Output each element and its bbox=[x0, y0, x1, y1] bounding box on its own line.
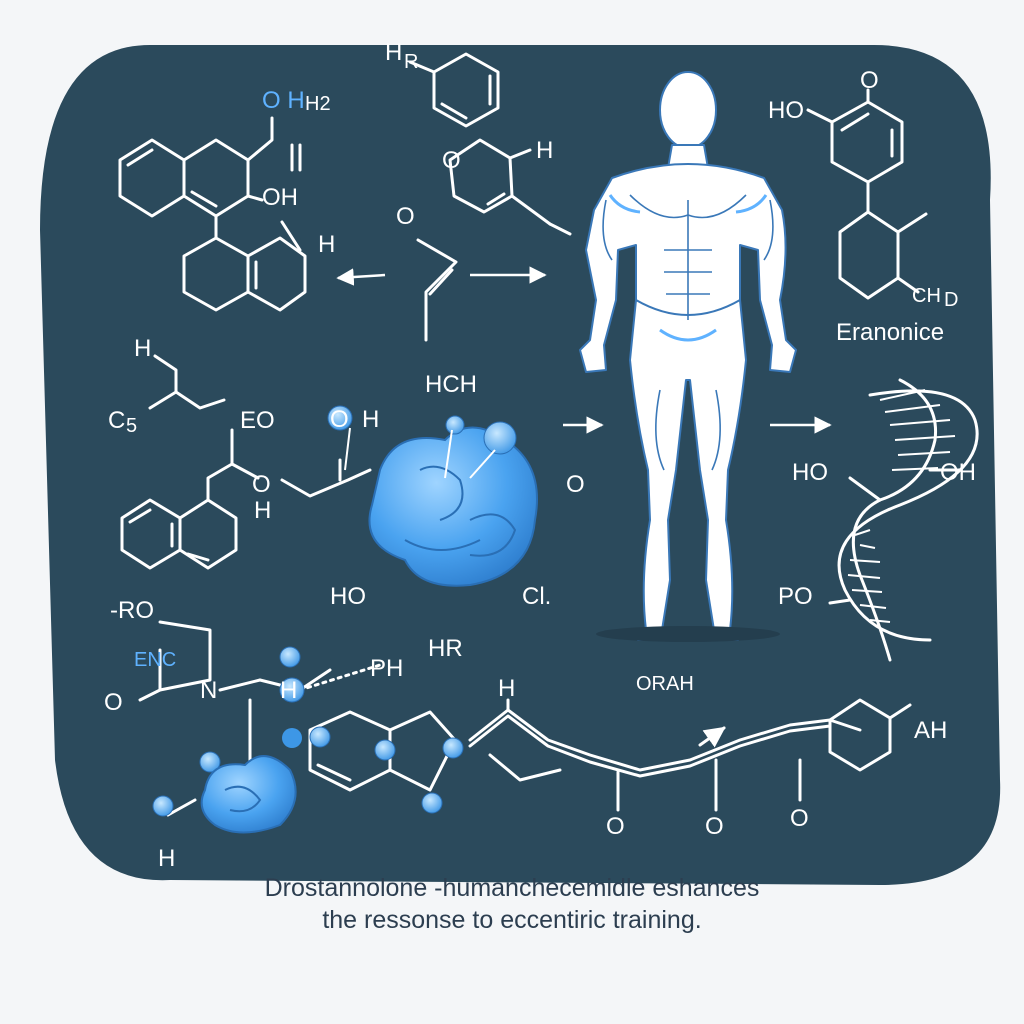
molecule-nodes bbox=[152, 646, 464, 817]
label-chain-o: O bbox=[396, 203, 415, 230]
protein-blob-bottom bbox=[200, 755, 297, 834]
label-right-o: O bbox=[860, 67, 879, 94]
label-dna-po: PO bbox=[778, 583, 813, 610]
label-protein-h: H bbox=[362, 406, 379, 433]
double-bond-chain bbox=[416, 238, 458, 342]
figure-shadow bbox=[596, 626, 780, 642]
side-chain-left bbox=[148, 354, 226, 410]
dna-helix bbox=[828, 378, 979, 662]
label-left-oh: OH bbox=[262, 184, 298, 211]
label-top-ring-r: R bbox=[404, 51, 418, 73]
label-left-h2: H2 bbox=[305, 93, 331, 115]
phenol-ring-right bbox=[806, 88, 928, 300]
zigzag-chain-bottom bbox=[468, 698, 912, 812]
label-hch: HCH bbox=[425, 371, 477, 398]
caption-line-1: Drostannolone -humanchecemidle eshances bbox=[265, 874, 760, 902]
label-bottom-h: H bbox=[158, 845, 175, 872]
label-ho-left: HO bbox=[330, 583, 366, 610]
label-chain-o3: O bbox=[790, 805, 809, 832]
label-side-c: C bbox=[108, 407, 125, 434]
label-mid-eo: EO bbox=[240, 407, 275, 434]
label-right-ch: CH bbox=[912, 285, 941, 307]
label-right-name: Eranonice bbox=[836, 319, 944, 346]
label-left-o: O H bbox=[262, 87, 305, 114]
benzene-ring-top bbox=[408, 52, 500, 128]
label-dna-oh: OH bbox=[940, 459, 976, 486]
caption: Drostannolone -humanchecemidle eshances … bbox=[265, 874, 760, 934]
pyran-ring bbox=[448, 138, 572, 236]
label-n: N bbox=[200, 677, 217, 704]
label-top-ring-h: H bbox=[385, 39, 402, 66]
label-side-c-sub: 5 bbox=[126, 415, 137, 437]
label-ah: AH bbox=[914, 717, 947, 744]
label-o-left: O bbox=[104, 689, 123, 716]
naphthalene-left bbox=[120, 428, 372, 570]
label-h-center: H bbox=[280, 677, 297, 704]
protein-blob-center bbox=[327, 405, 538, 587]
label-chain-o2: O bbox=[705, 813, 724, 840]
label-orah: ORAH bbox=[636, 673, 694, 695]
label-furan-h: H bbox=[536, 137, 553, 164]
label-right-ch-sub: D bbox=[944, 289, 958, 311]
label-right-ho: HO bbox=[768, 97, 804, 124]
label-mid-o: O bbox=[252, 471, 271, 498]
chem-labels: H R O H H2 OH H O H O HO O CH D Eranonic… bbox=[104, 39, 976, 872]
label-furan-o: O bbox=[442, 147, 461, 174]
label-cl: Cl. bbox=[522, 583, 551, 610]
fused-ring-structure-top-left bbox=[118, 116, 307, 312]
arrow-left bbox=[336, 268, 386, 286]
human-muscle-figure bbox=[579, 71, 797, 641]
label-chain-o1: O bbox=[606, 813, 625, 840]
label-protein-right-o: O bbox=[566, 471, 585, 498]
caption-line-2: the ressonse to eccentiric training. bbox=[322, 906, 701, 934]
label-ro: -RO bbox=[110, 597, 154, 624]
label-enc: ENC bbox=[134, 649, 176, 671]
label-side-h: H bbox=[134, 335, 151, 362]
label-chain-h: H bbox=[498, 675, 515, 702]
label-dna-ho: HO bbox=[792, 459, 828, 486]
label-protein-o: O bbox=[330, 406, 349, 433]
label-hr: HR bbox=[428, 635, 463, 662]
label-ph: PH bbox=[370, 655, 403, 682]
label-left-h: H bbox=[318, 231, 335, 258]
label-mid-h: H bbox=[254, 497, 271, 524]
